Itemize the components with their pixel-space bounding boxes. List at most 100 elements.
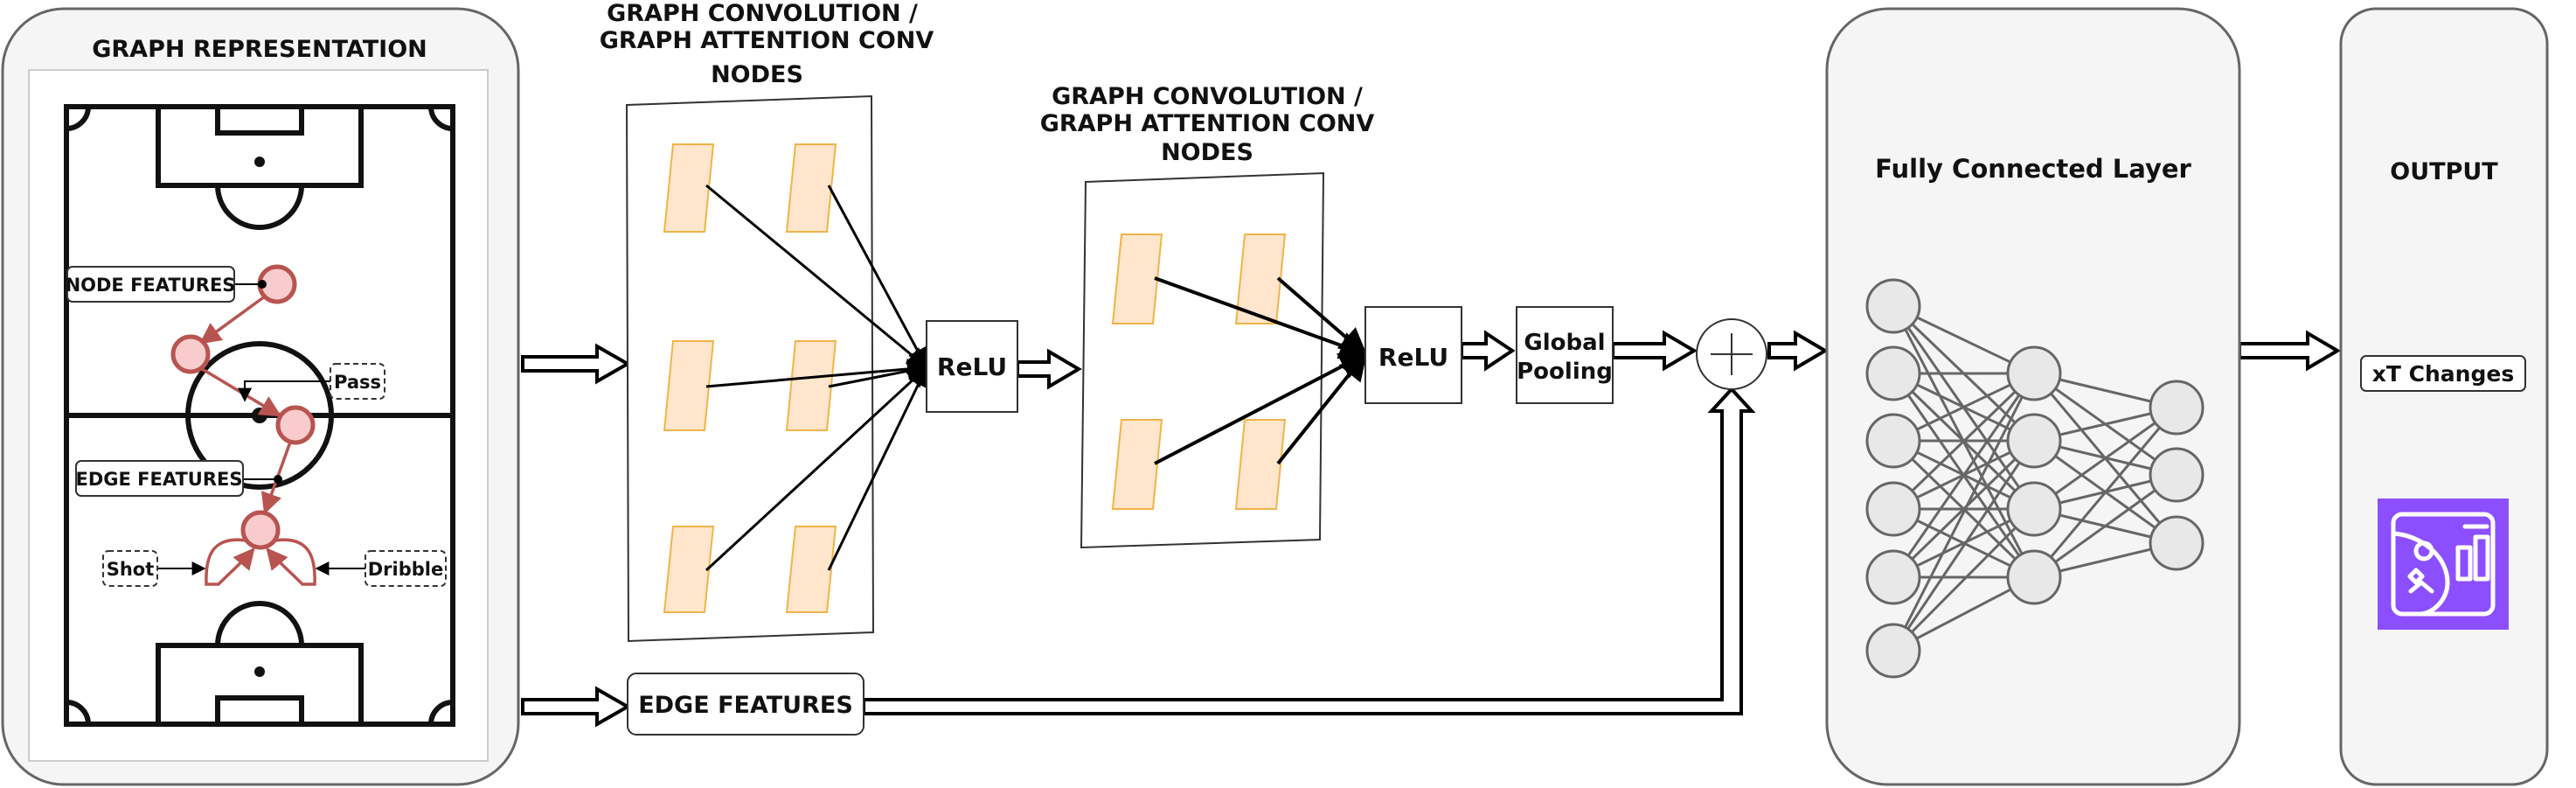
dribble-label: Dribble <box>368 559 444 580</box>
player-node <box>240 510 281 550</box>
feature-map <box>1111 234 1163 324</box>
pass-callout <box>330 363 385 400</box>
conv1-edge <box>827 185 928 370</box>
pass-edge <box>260 436 294 515</box>
feature-map <box>785 143 837 233</box>
corner-arc <box>66 106 91 131</box>
neuron <box>1865 481 1921 537</box>
node-features-callout <box>66 266 235 303</box>
output-panel: OUTPUT xT Changes <box>2339 7 2549 786</box>
fc-edge <box>1892 440 2036 652</box>
fc-panel-title: Fully Connected Layer <box>1875 154 2191 184</box>
football-pitch <box>64 104 455 727</box>
conv1-title-line3: NODES <box>711 61 803 88</box>
pass-connector <box>238 380 330 402</box>
bottom-penalty-spot <box>254 666 265 677</box>
shot-self-loop <box>205 538 255 586</box>
feature-map <box>785 340 837 431</box>
graph-conv-block-2: GRAPH CONVOLUTION / GRAPH ATTENTION CONV… <box>1040 83 1374 549</box>
edge-features-callout <box>75 460 244 497</box>
player-node <box>170 334 211 374</box>
relu1-label: ReLU <box>937 352 1007 381</box>
player-nodes <box>170 264 316 550</box>
pooling-label-line1: Global <box>1524 330 1605 356</box>
fc-neurons <box>1865 278 2205 679</box>
edge-features-skip-arrow <box>862 387 1756 715</box>
shot-label: Shot <box>107 559 155 580</box>
conv1-connections <box>705 184 929 572</box>
fc-edge <box>2033 406 2177 511</box>
corner-arc <box>428 106 454 131</box>
fc-edge <box>1892 373 2036 578</box>
fc-edge <box>1892 372 2036 511</box>
output-panel-title: OUTPUT <box>2390 158 2498 185</box>
conv1-title-line2: GRAPH ATTENTION CONV <box>600 27 934 54</box>
top-goal-box <box>215 104 304 136</box>
xt-changes-box <box>2360 355 2526 392</box>
graph-edges <box>198 292 316 586</box>
neuron <box>2149 380 2205 436</box>
feature-map <box>663 526 715 613</box>
conv2-edge <box>1154 352 1368 465</box>
xt-changes-label: xT Changes <box>2372 361 2514 387</box>
fc-edge <box>2032 407 2178 578</box>
neuron <box>2149 447 2205 503</box>
neuron <box>1865 623 1921 679</box>
bottom-goal-box <box>215 695 304 727</box>
relu2-box <box>1364 306 1462 404</box>
fc-edge <box>2033 473 2177 579</box>
output-panel-frame <box>2339 7 2549 786</box>
neuron <box>2006 481 2062 537</box>
flow-arrow <box>1611 330 1698 372</box>
feature-map <box>663 340 715 431</box>
analytics-icon <box>2378 499 2509 630</box>
conv2-title-line1: GRAPH CONVOLUTION / <box>1052 83 1363 110</box>
bottom-penalty-arc <box>215 601 304 646</box>
edge-features-box <box>627 673 864 736</box>
conv2-edge <box>1276 352 1367 465</box>
neuron <box>1865 413 1921 469</box>
graph-panel-title: GRAPH REPRESENTATION <box>92 36 427 63</box>
fully-connected-panel: Fully Connected Layer <box>1825 7 2241 786</box>
flow-arrow <box>1016 348 1082 390</box>
relu1-box <box>926 320 1018 413</box>
conv1-feature-maps <box>663 143 837 613</box>
shot-callout <box>102 550 158 587</box>
conv1-edge <box>827 365 928 571</box>
connector-dot <box>258 280 267 289</box>
conv2-title-line3: NODES <box>1161 139 1253 166</box>
edge-features-box-label: EDGE FEATURES <box>638 692 853 719</box>
centre-spot <box>252 408 267 423</box>
top-penalty-arc <box>215 185 304 230</box>
centre-circle <box>185 341 334 490</box>
conv1-layer-plane <box>625 94 875 643</box>
node-features-label: NODE FEATURES <box>66 275 236 296</box>
player-node <box>275 405 316 445</box>
conv1-title-line1: GRAPH CONVOLUTION / <box>607 0 918 27</box>
global-pooling-box <box>1516 306 1614 404</box>
graph-representation-panel: GRAPH REPRESENTATION <box>1 7 520 786</box>
top-penalty-spot <box>254 157 265 167</box>
pass-edge <box>199 292 270 345</box>
flow-arrow <box>1460 330 1516 372</box>
concatenate-node <box>1696 318 1767 390</box>
neuron <box>1865 278 1921 334</box>
conv2-connections <box>1154 276 1369 465</box>
relu2-label: ReLU <box>1378 343 1448 372</box>
neuron <box>2006 345 2062 401</box>
pass-label: Pass <box>334 372 381 393</box>
pooling-label-line2: Pooling <box>1517 359 1613 385</box>
dribble-callout <box>365 550 447 587</box>
graph-conv-block-1: GRAPH CONVOLUTION / GRAPH ATTENTION CONV… <box>600 0 934 643</box>
conv2-edge <box>1276 276 1368 357</box>
dribble-self-loop <box>266 538 316 586</box>
block-arrows <box>521 330 2341 728</box>
conv1-edge <box>705 358 929 388</box>
conv1-edge <box>705 366 928 572</box>
feature-map <box>663 143 715 233</box>
callout-connectors <box>157 283 365 575</box>
corner-arc <box>428 700 454 725</box>
corner-arc <box>66 700 91 725</box>
connector-dot <box>274 475 282 484</box>
